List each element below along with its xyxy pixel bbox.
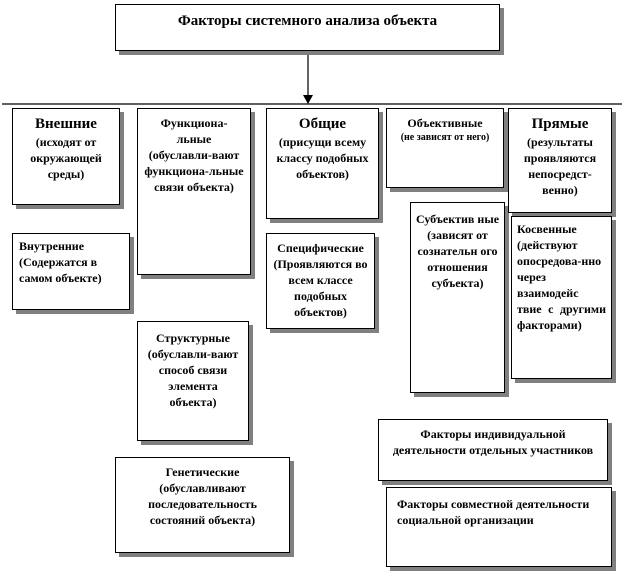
- external-box: Внешние (исходят от окружающей среды): [12, 108, 120, 205]
- structural-title: Структурные: [156, 331, 230, 345]
- general-title: Общие: [298, 116, 347, 132]
- direct-desc: (результаты проявляются непосредст-венно…: [523, 135, 597, 197]
- root-box: Факторы системного анализа объекта: [115, 4, 500, 51]
- specific-desc: (Проявляются во всем классе подобных объ…: [273, 257, 368, 319]
- internal-desc: (Содержатся в самом объекте): [19, 255, 102, 285]
- specific-title: Специфические: [277, 241, 364, 255]
- functional-desc: (обуславли-вают функциона-льные связи об…: [144, 148, 244, 194]
- functional-box: Функциона-льные (обуславли-вают функцион…: [137, 108, 251, 275]
- internal-title: Внутренние: [19, 239, 85, 253]
- objective-desc: (не зависят от него): [400, 132, 490, 143]
- subjective-title: Субъектив ные: [415, 212, 500, 226]
- internal-box: Внутренние (Содержатся в самом объекте): [12, 233, 130, 310]
- objective-title: Объективные: [407, 116, 483, 130]
- functional-title: Функциона-льные: [160, 116, 228, 146]
- direct-box: Прямые (результаты проявляются непосредс…: [508, 108, 612, 213]
- genetic-title: Генетические: [165, 465, 240, 479]
- general-desc: (присущи всему классу подобных объектов): [276, 135, 369, 181]
- joint-title: Факторы совместной деятельности социальн…: [397, 497, 590, 527]
- general-box: Общие (присущи всему классу подобных объ…: [266, 108, 379, 219]
- indirect-desc: (действуют опосредова-нно через взаимоде…: [517, 238, 606, 332]
- structural-box: Структурные (обуславли-вают способ связи…: [137, 321, 249, 441]
- genetic-desc: (обуславливают последовательность состоя…: [148, 481, 257, 527]
- individual-title: Факторы индивидуальной деятельности отде…: [392, 427, 594, 457]
- subjective-desc: (зависят от сознательн ого отношения суб…: [417, 228, 498, 290]
- arrow-head: [303, 95, 313, 104]
- joint-box: Факторы совместной деятельности социальн…: [386, 487, 612, 567]
- indirect-box: Косвенные (действуют опосредова-нно чере…: [511, 216, 612, 379]
- objective-box: Объективные (не зависят от него): [386, 108, 504, 188]
- subjective-box: Субъектив ные (зависят от сознательн ого…: [410, 202, 505, 393]
- structural-desc: (обуславли-вают способ связи элемента об…: [147, 347, 239, 409]
- genetic-box: Генетические (обуславливают последовател…: [115, 457, 290, 553]
- indirect-title: Косвенные: [517, 222, 577, 236]
- individual-box: Факторы индивидуальной деятельности отде…: [378, 419, 608, 481]
- external-title: Внешние: [35, 116, 97, 132]
- external-desc: (исходят от окружающей среды): [30, 135, 102, 181]
- direct-title: Прямые: [531, 116, 589, 132]
- specific-box: Специфические (Проявляются во всем класс…: [266, 233, 375, 329]
- root-title: Факторы системного анализа объекта: [177, 13, 438, 29]
